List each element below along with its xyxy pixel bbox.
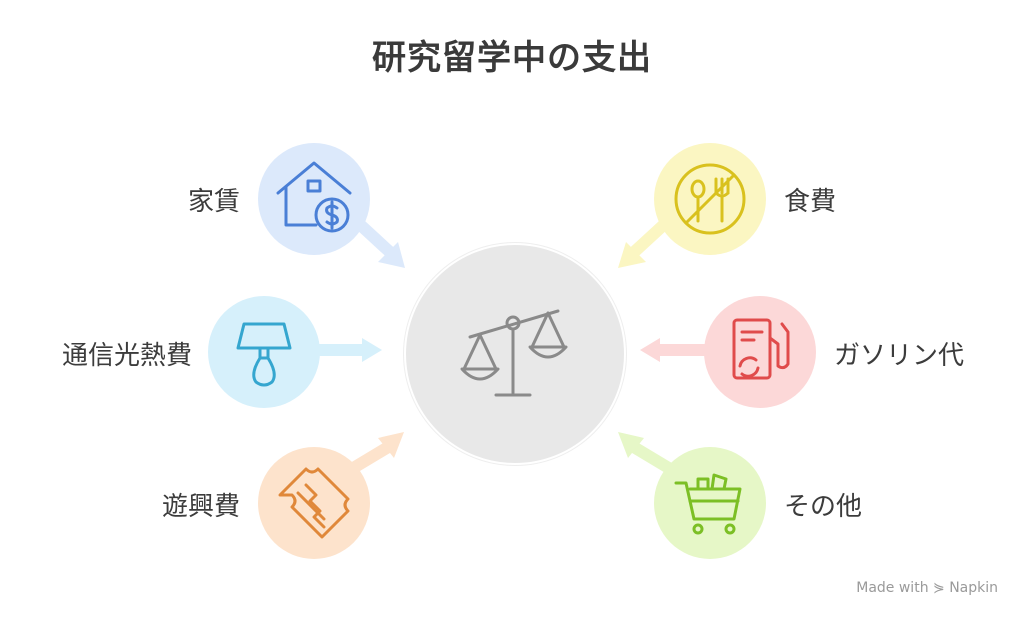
lamp-icon — [236, 322, 292, 387]
other-circle — [654, 447, 766, 559]
page-title: 研究留学中の支出 — [372, 38, 652, 78]
label-food: 食費 — [784, 187, 837, 217]
gas-circle — [704, 296, 816, 408]
fuel-pump-icon — [732, 318, 790, 380]
food-circle — [654, 143, 766, 255]
house-dollar-icon — [276, 161, 352, 233]
watermark: Made with ⋟ Napkin — [856, 580, 998, 596]
utilities-circle — [208, 296, 320, 408]
arrow-gas — [640, 338, 712, 362]
shopping-cart-icon — [674, 473, 742, 535]
balance-scale-icon — [460, 309, 568, 397]
rent-circle — [258, 143, 370, 255]
label-utilities: 通信光熱費 — [61, 341, 192, 371]
label-gas: ガソリン代 — [834, 341, 965, 371]
entertainment-circle — [258, 447, 370, 559]
center-circle — [404, 243, 626, 465]
ticket-icon — [278, 467, 350, 539]
arrow-utilities — [310, 338, 382, 362]
label-other: その他 — [784, 492, 863, 522]
no-fork-spoon-icon — [674, 163, 746, 235]
label-rent: 家賃 — [187, 187, 240, 217]
label-entertainment: 遊興費 — [161, 492, 240, 522]
